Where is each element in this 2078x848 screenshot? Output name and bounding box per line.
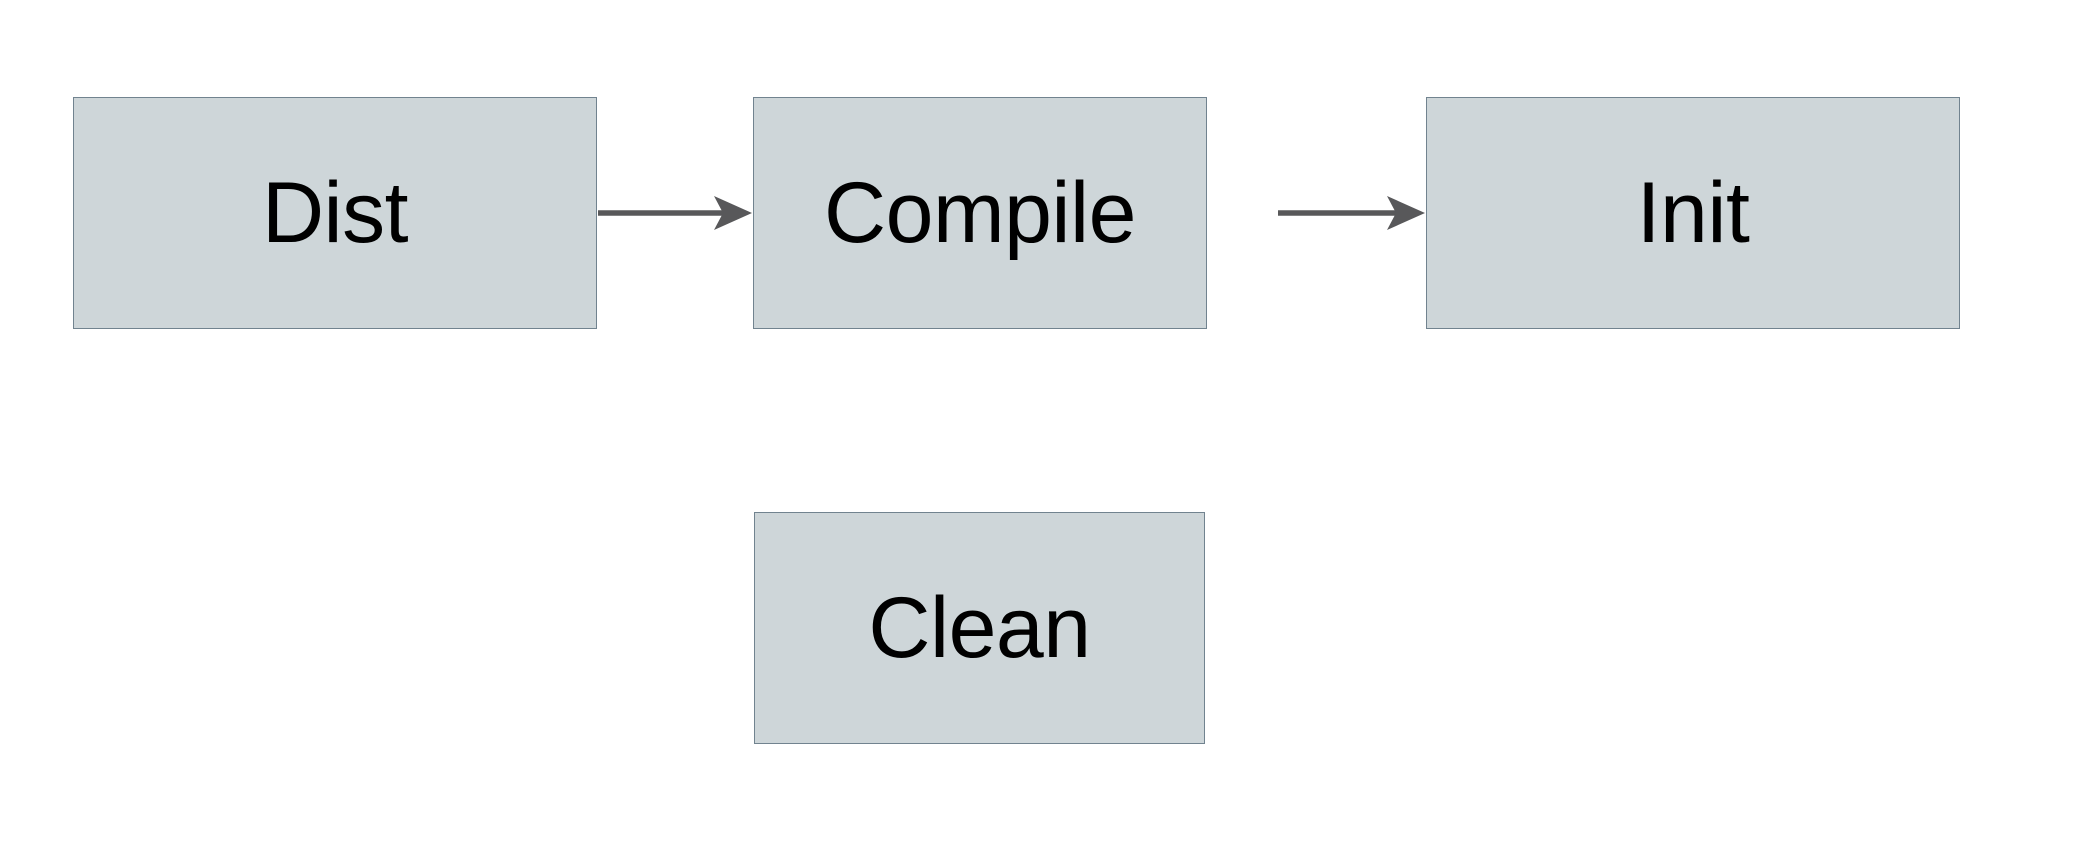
node-clean-label: Clean [868,580,1091,676]
node-dist-label: Dist [261,165,409,261]
node-compile-label: Compile [824,165,1136,261]
node-init-label: Init [1636,165,1750,261]
edge-dist-to-compile-arrowhead-icon [714,196,752,230]
node-init[interactable]: Init [1426,97,1960,329]
node-compile[interactable]: Compile [753,97,1207,329]
edge-dist-to-compile[interactable] [598,196,752,230]
edge-compile-to-init-arrowhead-icon [1387,196,1425,230]
node-clean[interactable]: Clean [754,512,1205,744]
edge-compile-to-init[interactable] [1278,196,1425,230]
node-dist[interactable]: Dist [73,97,597,329]
